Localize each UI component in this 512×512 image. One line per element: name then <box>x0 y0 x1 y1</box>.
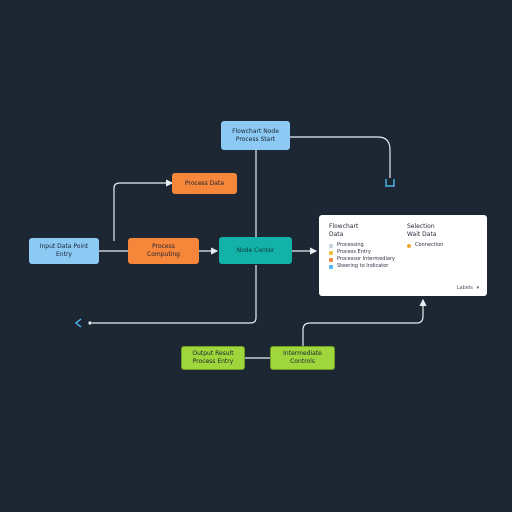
node-orange-line2: Computing <box>147 251 180 258</box>
legend-swatch-icon <box>329 257 333 262</box>
legend-row: Processor Intermediary <box>329 256 395 263</box>
legend-label: Processing <box>337 242 364 248</box>
node-left-line1: Input Data Point <box>39 243 89 250</box>
panel-footer-label: Labels <box>456 285 473 291</box>
panel-right-header-1: Selection <box>407 223 435 230</box>
connector-lime-to-panel <box>302 298 427 346</box>
node-left-input[interactable]: Input Data Point Entry <box>29 238 99 264</box>
legend-row: Steering to Indicator <box>329 263 395 270</box>
panel-column-left: Flowchart Data Processing Process Entry … <box>329 223 395 270</box>
panel-right-header-2: Wait Data <box>407 231 437 238</box>
legend-label: Steering to Indicator <box>337 263 389 269</box>
node-lime-output[interactable]: Output Result Process Entry <box>181 346 245 370</box>
node-lime-left-line2: Process Entry <box>192 358 234 365</box>
legend-swatch-icon <box>329 264 333 269</box>
legend-label: Processor Intermediary <box>337 256 395 262</box>
legend-label: Process Entry <box>337 249 371 255</box>
node-top-flowchart[interactable]: Flowchart Node Process Start <box>221 121 290 150</box>
legend-label: Connection <box>415 242 444 248</box>
legend-row: Processing <box>329 242 395 249</box>
panel-left-header-2: Data <box>329 231 344 238</box>
node-lime-right-line2: Controls <box>290 358 315 365</box>
panel-left-header-1: Flowchart <box>329 223 359 230</box>
legend-swatch-icon <box>407 243 411 248</box>
node-lime-right-line1: Intermediate <box>283 350 322 357</box>
return-end-dot <box>88 321 92 325</box>
node-orange-upper[interactable]: Process Data <box>172 173 237 194</box>
bracket-endpoint-icon <box>385 179 395 187</box>
panel-footer[interactable]: Labels ▾ <box>457 285 479 292</box>
node-orange-upper-line1: Process Data <box>185 179 224 187</box>
panel-column-right: Selection Wait Data Connection <box>407 223 443 249</box>
node-left-line2: Entry <box>56 251 72 258</box>
legend-row: Process Entry <box>329 249 395 256</box>
node-top-line1: Flowchart Node <box>232 127 279 135</box>
legend-swatch-icon <box>329 250 333 255</box>
connector-center-to-return <box>92 265 257 324</box>
legend-swatch-icon <box>329 243 333 248</box>
connector-top-to-right <box>290 136 391 178</box>
legend-row: Connection <box>407 242 443 249</box>
node-teal-line1: Node Center <box>236 246 275 254</box>
node-orange-process[interactable]: Process Computing <box>128 238 199 264</box>
info-panel[interactable]: Flowchart Data Processing Process Entry … <box>319 215 487 296</box>
node-lime-intermediate[interactable]: Intermediate Controls <box>270 346 335 370</box>
chevron-down-icon: ▾ <box>476 285 479 291</box>
node-lime-left-line1: Output Result <box>192 350 234 357</box>
node-top-line2: Process Start <box>235 135 276 143</box>
return-chevron-icon <box>74 318 82 328</box>
connector-left-to-orange-upper <box>113 179 174 241</box>
node-teal-center[interactable]: Node Center <box>219 237 292 264</box>
node-orange-line1: Process <box>152 243 175 250</box>
